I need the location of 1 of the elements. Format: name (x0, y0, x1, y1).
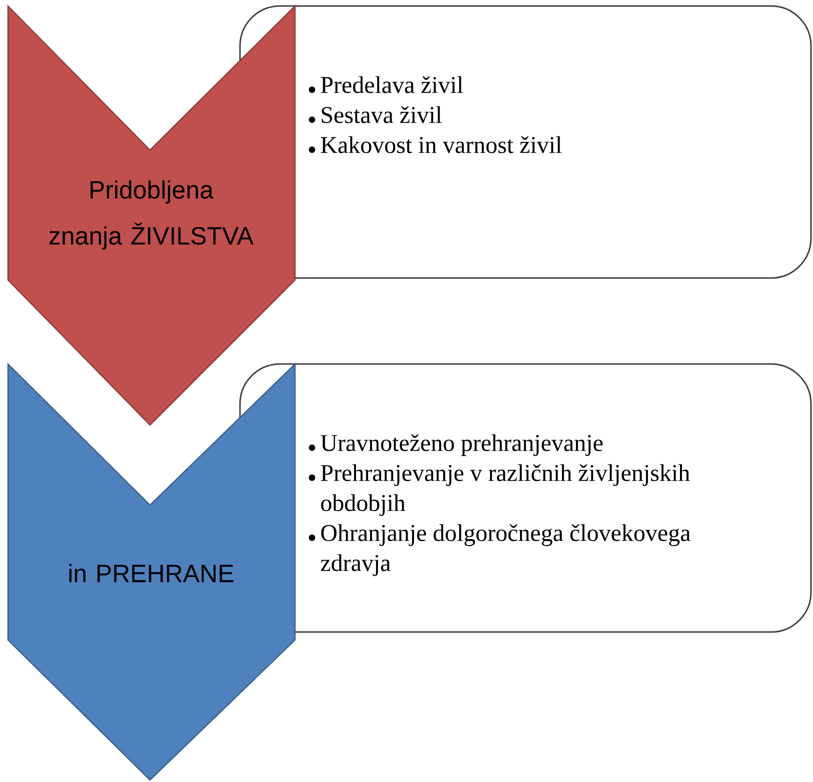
list-box: Uravnoteženo prehranjevanje Prehranjevanje v različnih življenjskih obdobjih Ohranjanje dolgoročnega človekovega zdravja (239, 363, 812, 633)
